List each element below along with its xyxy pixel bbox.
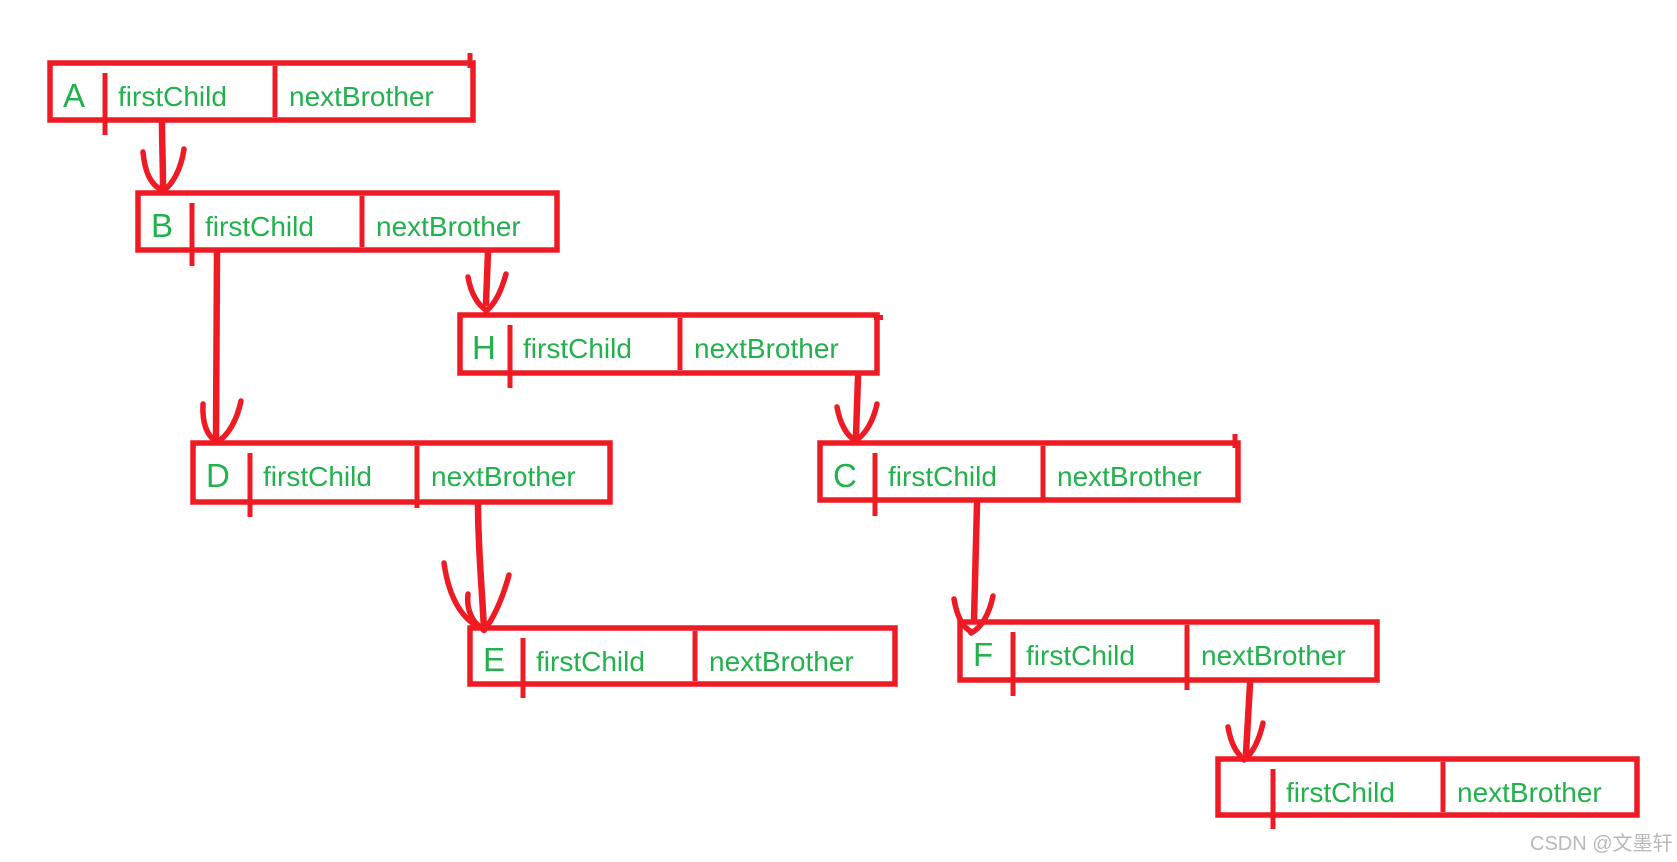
arrow-head-right (483, 271, 509, 314)
node-empty-firstChild-label: firstChild (1286, 777, 1395, 808)
arrow-head-right (968, 593, 996, 636)
arrow-head-left (140, 149, 165, 193)
node-E-nextBrother-label: nextBrother (709, 646, 854, 677)
arrow-shaft (158, 118, 167, 190)
node-D-box (190, 440, 613, 505)
node-E-box (467, 625, 898, 687)
node-E: E firstChild nextBrother (467, 625, 898, 698)
node-F-firstChild-label: firstChild (1026, 640, 1135, 671)
node-H-box (457, 312, 880, 376)
node-D: D firstChild nextBrother (190, 440, 613, 517)
node-B-box (135, 190, 560, 253)
arrow-shaft (1242, 680, 1254, 757)
node-H: H firstChild nextBrother (457, 312, 883, 388)
arrow-head-left (834, 404, 858, 443)
node-C-label: C (833, 457, 857, 494)
node-F-box (957, 619, 1380, 683)
node-H-firstChild-label: firstChild (523, 333, 632, 364)
arrow-B-firstChild-to-D (200, 248, 244, 445)
node-B-nextBrother-label: nextBrother (376, 211, 521, 242)
node-B-firstChild-label: firstChild (205, 211, 314, 242)
arrow-head-right (852, 401, 880, 444)
arrow-head-right (481, 572, 512, 633)
node-A-label: A (63, 77, 85, 114)
node-F-nextBrother-label: nextBrother (1201, 640, 1346, 671)
arrow-B-nextBrother-to-H (465, 248, 509, 314)
node-F-label: F (973, 636, 993, 673)
node-E-label: E (483, 641, 505, 678)
arrow-C-firstChild-to-F (951, 500, 996, 636)
arrow-shaft (970, 500, 981, 624)
arrow-D-nextBrother-to-E (441, 500, 512, 634)
node-E-firstChild-label: firstChild (536, 646, 645, 677)
arrow-head-left (1225, 724, 1247, 762)
arrow-head-right (160, 146, 187, 194)
arrow-H-nextBrother-to-C (834, 373, 880, 444)
arrow-shaft (212, 248, 221, 441)
node-C-box (817, 440, 1241, 503)
arrow-shaft (474, 500, 488, 634)
arrow-shaft (482, 248, 492, 307)
arrow-head-left (465, 274, 489, 313)
node-B: B firstChild nextBrother (135, 190, 560, 266)
node-A: A firstChild nextBrother (47, 53, 476, 135)
node-empty: firstChild nextBrother (1215, 756, 1640, 829)
arrow-head-inner-left (464, 591, 485, 631)
node-F: F firstChild nextBrother (957, 619, 1380, 696)
node-D-nextBrother-label: nextBrother (431, 461, 576, 492)
node-empty-box (1215, 756, 1640, 818)
arrow-shaft (852, 373, 862, 439)
node-B-label: B (151, 207, 173, 244)
node-D-label: D (206, 457, 230, 494)
node-D-firstChild-label: firstChild (263, 461, 372, 492)
node-H-nextBrother-label: nextBrother (694, 333, 839, 364)
arrow-F-nextBrother-to-empty (1225, 680, 1266, 763)
node-A-box (47, 60, 476, 123)
node-C: C firstChild nextBrother (817, 434, 1241, 516)
csdn-watermark: CSDN @文墨轩 (1530, 832, 1673, 855)
arrow-head-right (214, 398, 244, 445)
node-A-nextBrother-label: nextBrother (289, 81, 434, 112)
arrow-A-firstChild-to-B (140, 118, 187, 194)
arrow-head-outer-left (441, 560, 486, 632)
node-C-firstChild-label: firstChild (888, 461, 997, 492)
node-C-nextBrother-label: nextBrother (1057, 461, 1202, 492)
node-H-label: H (472, 329, 496, 366)
node-A-firstChild-label: firstChild (118, 81, 227, 112)
arrow-head-right (1241, 720, 1266, 763)
node-empty-nextBrother-label: nextBrother (1457, 777, 1602, 808)
arrow-head-left (200, 401, 219, 444)
